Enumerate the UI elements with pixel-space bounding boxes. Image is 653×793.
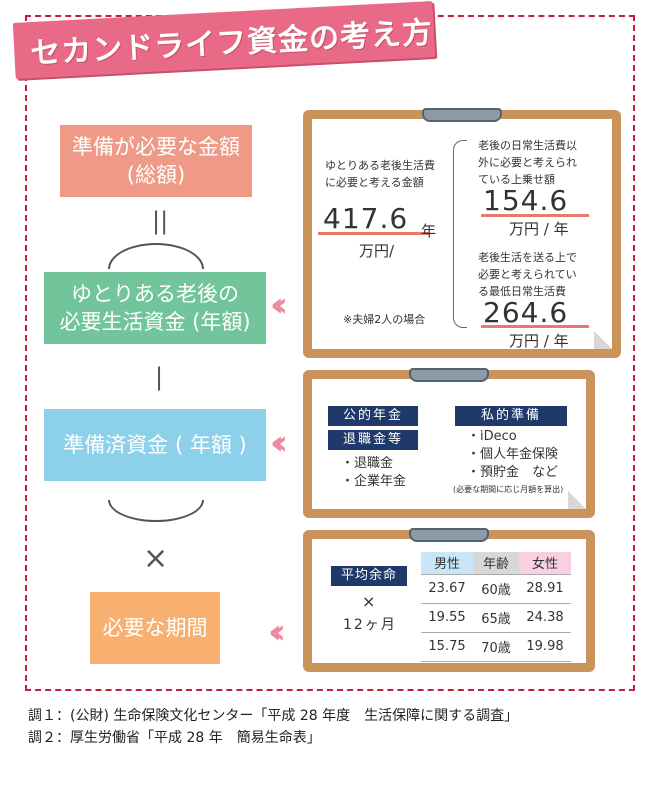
source-note: 調１：(公財) 生命保険文化センター「平成 28 年度 生活保障に関する調査」 xyxy=(28,708,519,724)
table-header-row: 男性 年齢 女性 xyxy=(421,552,571,575)
total-value: 417.6 xyxy=(323,202,409,235)
life-expectancy-label: 平均余命 xyxy=(331,566,407,586)
living-expense-line2: 必要生活資金 (年額) xyxy=(59,310,251,334)
total-unit-man-yen: 万円/ xyxy=(359,242,395,260)
clip-icon xyxy=(409,368,489,382)
base-line1: 老後生活を送る上で xyxy=(478,251,577,264)
required-period-label: 必要な期間 xyxy=(102,615,208,640)
required-total-box: 準備が必要な金額 (総額) xyxy=(60,125,252,197)
value-underline xyxy=(481,325,589,328)
clip-icon xyxy=(422,108,502,122)
living-expense-box: ゆとりある老後の 必要生活資金 (年額) xyxy=(44,272,266,344)
extra-line2: 外に必要と考えられ xyxy=(478,156,577,169)
clipboard-life-expectancy: 平均余命 × 12ヶ月 男性 年齢 女性 23.67 60歳 28.91 19.… xyxy=(303,528,595,672)
life-table: 男性 年齢 女性 23.67 60歳 28.91 19.55 65歳 24.38… xyxy=(421,552,571,662)
lead-text-line2: に必要と考える金額 xyxy=(325,176,424,189)
extra-unit: 万円 / 年 xyxy=(509,220,569,238)
cell-female: 19.98 xyxy=(519,632,571,662)
extra-value: 154.6 xyxy=(483,184,569,217)
chevron-left-icon: ‹‹ xyxy=(270,423,288,463)
required-total-line2: (総額) xyxy=(126,163,186,187)
prepared-funds-box: 準備済資金 ( 年額 ) xyxy=(44,409,266,481)
retirement-item: ・退職金 xyxy=(341,456,394,471)
cell-age: 70歳 xyxy=(473,632,519,662)
cell-age: 60歳 xyxy=(473,574,519,604)
table-row: 19.55 65歳 24.38 xyxy=(421,603,571,633)
header-female: 女性 xyxy=(519,552,571,575)
source-notes: 調１：(公財) 生命保険文化センター「平成 28 年度 生活保障に関する調査」 … xyxy=(28,706,518,749)
page-curl xyxy=(568,491,586,509)
twelve-months: 12ヶ月 xyxy=(343,617,397,633)
times-sign-small: × xyxy=(362,592,376,611)
living-expense-line1: ゆとりある老後の xyxy=(71,281,239,306)
prepared-funds-label: 準備済資金 ( 年額 ) xyxy=(63,432,247,457)
base-value: 264.6 xyxy=(483,296,569,329)
total-unit-year: 年 xyxy=(421,222,437,240)
private-prep-label: 私的準備 xyxy=(455,406,567,426)
header-age: 年齢 xyxy=(473,552,519,575)
value-underline xyxy=(318,232,430,235)
cell-male: 23.67 xyxy=(421,574,473,604)
chevron-left-icon: ‹‹ xyxy=(270,285,288,325)
table-row: 23.67 60歳 28.91 xyxy=(421,574,571,604)
minus-sign: | xyxy=(155,363,164,391)
cell-age: 65歳 xyxy=(473,603,519,633)
required-total-line1: 準備が必要な金額 xyxy=(72,134,240,159)
cell-female: 28.91 xyxy=(519,574,571,604)
base-line2: 必要と考えられてい xyxy=(478,268,577,281)
required-period-box: 必要な期間 xyxy=(90,592,220,664)
clipboard-living-expenses: ゆとりある老後生活費 に必要と考える金額 417.6 年 万円/ ※夫婦2人の場… xyxy=(303,108,621,358)
private-item: ・個人年金保険 xyxy=(467,447,559,462)
value-underline xyxy=(481,214,589,217)
extra-line1: 老後の日常生活費以 xyxy=(478,139,577,152)
couple-note: ※夫婦2人の場合 xyxy=(343,313,426,326)
brace-line xyxy=(453,140,467,328)
private-footnote: (必要な期間に応じ月額を算出) xyxy=(453,485,564,494)
header-male: 男性 xyxy=(421,552,473,575)
extra-line3: ている上乗せ額 xyxy=(478,173,555,186)
page-curl xyxy=(594,331,612,349)
table-row: 15.75 70歳 19.98 xyxy=(421,632,571,662)
clip-icon xyxy=(409,528,489,542)
chevron-left-icon: ‹‹ xyxy=(268,612,286,652)
private-item: ・iDeco xyxy=(467,429,517,444)
private-item: ・預貯金 など xyxy=(467,465,559,480)
retirement-item: ・企業年金 xyxy=(341,474,407,489)
base-unit: 万円 / 年 xyxy=(509,332,569,350)
cell-male: 15.75 xyxy=(421,632,473,662)
equals-sign: || xyxy=(152,207,169,235)
source-note: 調２：厚生労働省「平成 28 年 簡易生命表」 xyxy=(28,729,321,746)
base-line3: る最低日常生活費 xyxy=(478,285,566,298)
public-pension-label: 公的年金 xyxy=(328,406,418,426)
lead-text-line1: ゆとりある老後生活費 xyxy=(325,159,435,172)
cell-female: 24.38 xyxy=(519,603,571,633)
retirement-label: 退職金等 xyxy=(328,430,418,450)
clipboard-prepared-funds: 公的年金 退職金等 ・退職金 ・企業年金 私的準備 ・iDeco ・個人年金保険… xyxy=(303,368,595,518)
times-sign: × xyxy=(143,541,169,576)
cell-male: 19.55 xyxy=(421,603,473,633)
